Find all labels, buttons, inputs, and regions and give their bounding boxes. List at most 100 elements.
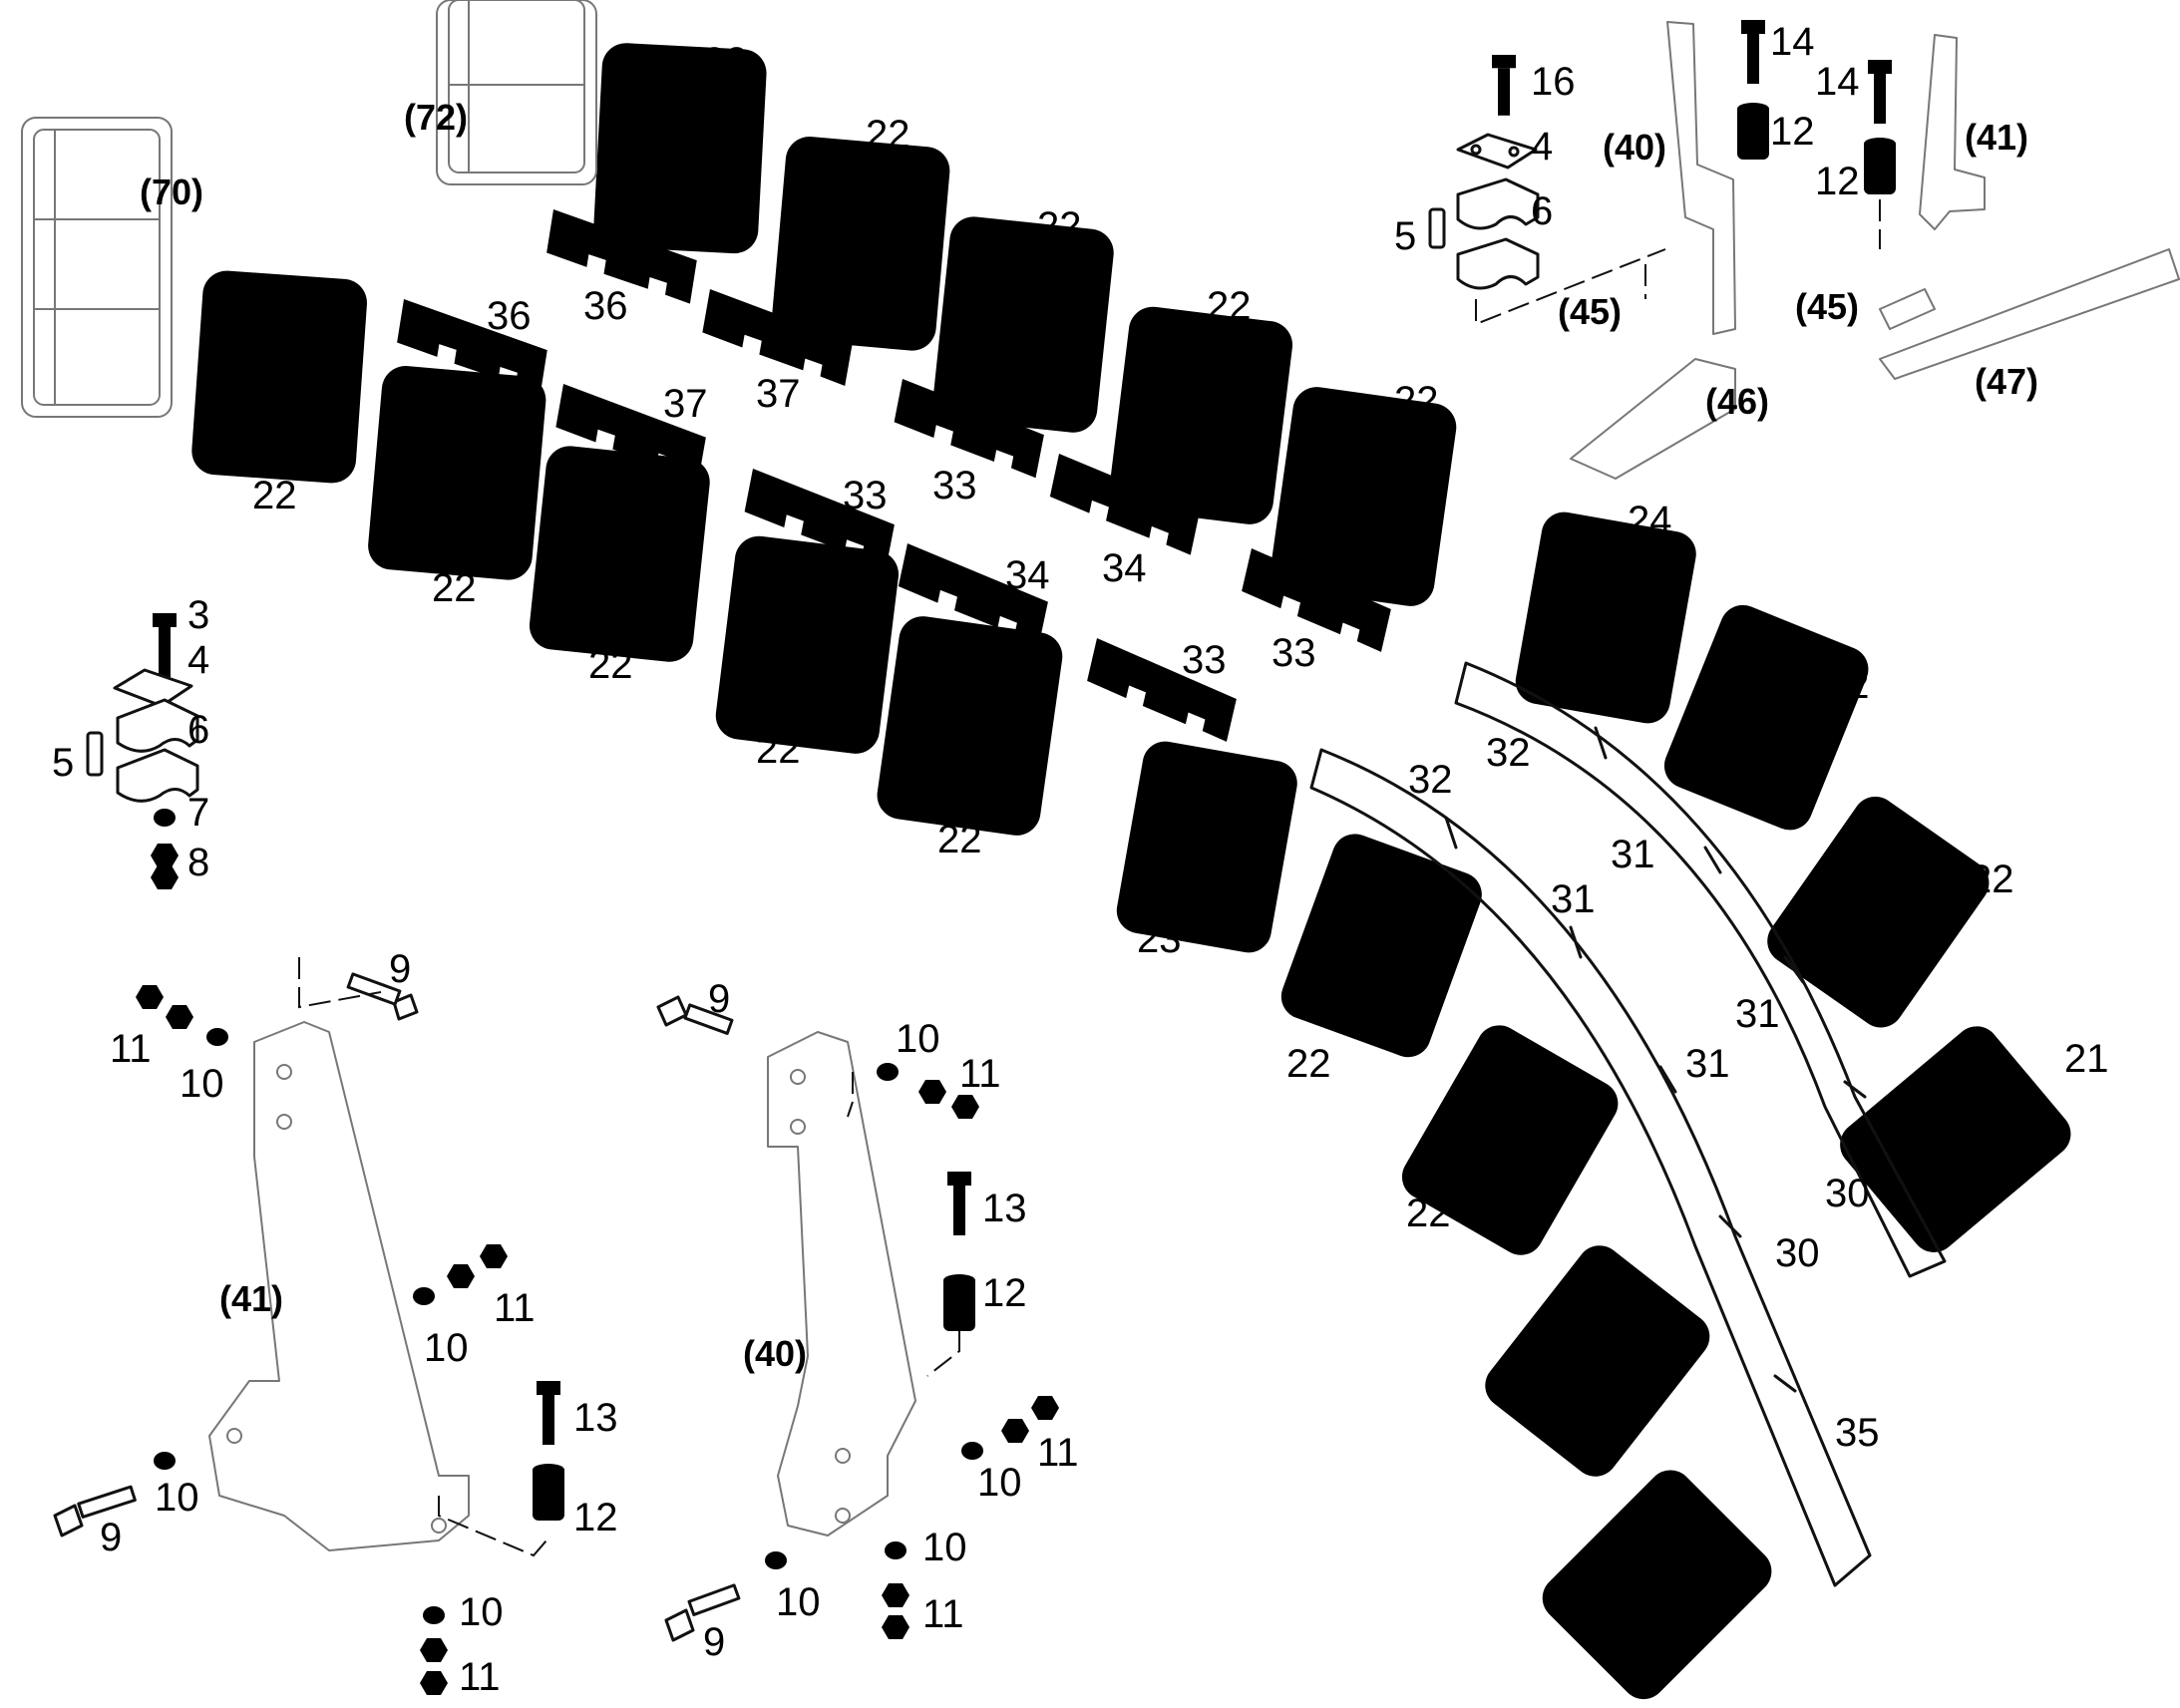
washer-10-b [413, 1287, 435, 1305]
label-12-a: 12 [1770, 110, 1815, 154]
label-14-b: 14 [1815, 60, 1860, 104]
label-11-a: 11 [110, 1027, 152, 1071]
panel-lower-1 [189, 269, 369, 486]
label-40-bottom: (40) [743, 1333, 807, 1374]
label-12-d: 12 [982, 1271, 1027, 1315]
label-45-b: (45) [1795, 286, 1859, 327]
label-72: (72) [404, 97, 468, 138]
label-47: (47) [1975, 361, 2038, 402]
label-22-lower-1: 22 [252, 474, 297, 517]
nut-11-h [951, 1095, 979, 1119]
panel-lower-5 [874, 613, 1066, 839]
label-12-b: 12 [1815, 160, 1860, 203]
label-22-upper-2: 22 [866, 113, 910, 157]
panel-upper-2 [770, 135, 952, 353]
label-22-curve-inner-2: 22 [1406, 1192, 1451, 1235]
label-16: 16 [1531, 60, 1576, 104]
gate-70 [21, 117, 173, 418]
label-36-a: 36 [487, 294, 532, 338]
label-45-a: (45) [1558, 291, 1622, 332]
label-22-curve-inner-3: 22 [1491, 1366, 1536, 1410]
label-8: 8 [187, 841, 209, 884]
nut-11-l [882, 1615, 909, 1639]
label-22-upper-5: 22 [1394, 379, 1439, 423]
spacer-12-a [1737, 103, 1769, 160]
spacer-12-c [533, 1464, 564, 1521]
label-10-g: 10 [922, 1526, 967, 1569]
panel-20 [1533, 1461, 1781, 1708]
label-30-b: 30 [1775, 1231, 1820, 1275]
label-32-a: 32 [1486, 731, 1531, 775]
label-9-a: 9 [389, 947, 411, 991]
pin-5-top [1428, 207, 1446, 249]
label-24: 24 [1628, 499, 1672, 542]
gate-72 [436, 0, 597, 185]
label-10-a: 10 [180, 1062, 224, 1106]
plate-4 [113, 668, 193, 708]
label-22-lower-5: 22 [937, 818, 982, 861]
label-70: (70) [140, 171, 203, 212]
label-10-b: 10 [424, 1326, 469, 1370]
label-9-d: 9 [703, 1620, 725, 1664]
label-40-top: (40) [1603, 127, 1666, 168]
washer-10-g [885, 1541, 907, 1559]
bolt-16 [1492, 55, 1516, 116]
plate-strip-outer [1454, 661, 1947, 1278]
label-33-a: 33 [843, 474, 888, 517]
spacer-12-d [943, 1274, 975, 1331]
leader-40-bottom [847, 1072, 854, 1118]
nut-11-g [918, 1080, 946, 1104]
panel-lower-4 [713, 533, 902, 757]
panel-lower-2 [366, 364, 548, 582]
label-34-b: 34 [1102, 546, 1147, 590]
label-31-b: 31 [1551, 877, 1596, 921]
label-31-a: 31 [1611, 833, 1655, 876]
label-36-b: 36 [583, 284, 628, 328]
clamp-6-top [1456, 177, 1540, 290]
washer-7 [154, 809, 176, 827]
clamp-6 [116, 698, 199, 803]
nut-8-b [151, 865, 179, 889]
plate-4-top [1456, 133, 1538, 170]
label-31-c: 31 [1735, 992, 1780, 1036]
label-23: 23 [1137, 917, 1182, 961]
nut-11-k [882, 1583, 909, 1607]
bolt-9-c [656, 995, 734, 1035]
label-34-a: 34 [1005, 553, 1050, 597]
bracket-40-top [1666, 21, 1736, 335]
panel-curve-outer-1 [1657, 598, 1876, 838]
label-11-d: 11 [959, 1052, 1001, 1096]
washer-10-e [877, 1063, 899, 1081]
label-13-b: 13 [982, 1187, 1027, 1230]
nut-11-i [1001, 1419, 1029, 1443]
label-6-top: 6 [1531, 189, 1553, 233]
label-22-lower-2: 22 [432, 566, 477, 610]
nut-11-j [1031, 1396, 1059, 1420]
label-11-e: 11 [1037, 1431, 1079, 1475]
bolt-9-a [346, 972, 419, 1021]
label-20: 20 [1576, 1580, 1621, 1624]
nut-11-c [447, 1264, 475, 1288]
label-22-curve-outer-2: 22 [1970, 857, 2014, 901]
label-21: 21 [2064, 1037, 2109, 1081]
plate-47 [1879, 248, 2180, 380]
label-32-b: 32 [1408, 758, 1453, 802]
label-5: 5 [52, 741, 74, 785]
label-11-f: 11 [922, 1592, 964, 1636]
label-11-b: 11 [494, 1286, 536, 1330]
bolt-9-d [664, 1583, 741, 1642]
label-22-upper-1: 22 [703, 40, 748, 84]
bolt-9-b [53, 1485, 137, 1537]
label-37-b: 37 [756, 372, 801, 416]
label-10-e: 10 [896, 1017, 940, 1061]
nut-11-e [420, 1638, 448, 1662]
label-22-upper-3: 22 [1037, 204, 1082, 248]
labels: 22 22 22 22 22 22 22 22 22 22 22 22 22 2… [52, 20, 2109, 1699]
label-10-c: 10 [155, 1476, 199, 1520]
label-41-top: (41) [1965, 117, 2028, 158]
label-7: 7 [187, 791, 209, 835]
label-9-b: 9 [100, 1516, 122, 1559]
plate-46 [1570, 358, 1736, 480]
washer-10-f [961, 1442, 983, 1460]
